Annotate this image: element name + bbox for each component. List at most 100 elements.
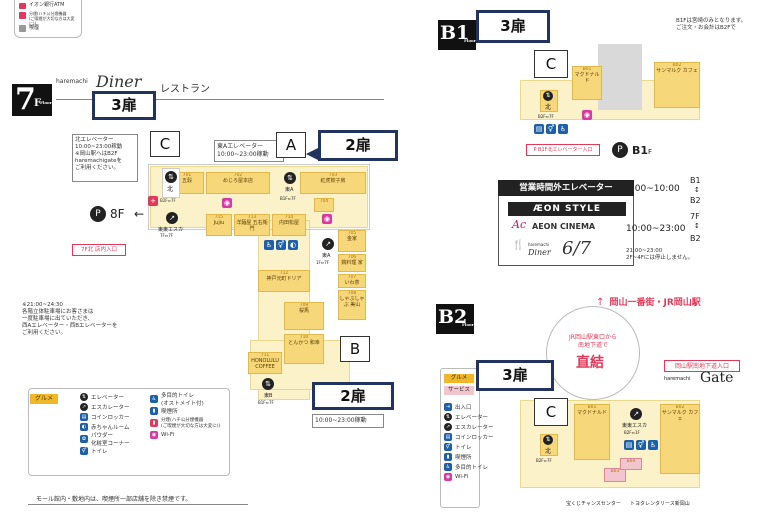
east-b-sub: B1F⇔7F [258,400,274,405]
shop-b04-b2[interactable]: B04 [620,458,642,470]
b2-legend-exit: ⇥出入口 [444,403,472,411]
powder-room-icon: ✿ [80,435,88,443]
gate-label: Gate [700,370,734,386]
b2-legend-escalator: ↗エスカレーター [444,423,494,431]
parking-icon: P [90,206,106,222]
legend-powder: ✿パウダー 化粧室コーナー [80,433,130,447]
elevator-icon: ⇅ [543,435,553,445]
locker-icon: ▤ [80,413,88,421]
wifi-icon: ◉ [444,473,452,481]
underpass-entrance[interactable]: 岡山駅南地下道入口 [664,360,740,372]
entrance-7f-north[interactable]: 7F北 店内入口 [72,244,126,256]
callout-door-3-left: 3扉 [92,91,156,120]
legend-elevator: ⇅エレベーター [80,393,125,401]
floor-7-brand: haremachi [56,78,88,85]
legend-smoking: ▮喫煙所 [150,406,220,416]
restroom-icon: ♿ [264,240,274,250]
b2-legend-elevator: ⇅エレベーター [444,413,489,421]
shop-b03-b2[interactable]: B03 [604,468,626,482]
b2-legend-smoking: ▮喫煙所 [444,452,494,462]
diner-label: Diner [528,248,551,257]
floor-7-badge: 7 F Floor [12,82,52,117]
east-b-label: 東B [264,393,273,399]
floor-7-legend [28,388,230,476]
elevator-icon: ⇅ [80,393,88,401]
callout-a-arrow [306,148,318,160]
diner-icon: 🍴 [512,240,525,251]
smoking-separation-icon [19,12,26,19]
aed-icon: + [148,196,158,206]
east-b-elevator-icon[interactable]: ⇅ [262,378,274,390]
parking-arrow: ← [134,207,145,221]
callout-c-left: C [150,131,180,157]
north-elevator-sub: B2F⇔7F [160,198,176,203]
b2-escalator-label: 東東エスカ [622,423,648,429]
legend-separation: ▮分煙(ハチ公分煙機器 (ご喫煙が大切な方は大変に)) [150,416,220,430]
legend-wifi: ◉Wi-Fi [150,431,175,439]
legend-locker: ▤コインロッカー [80,413,130,421]
east-a-escalator-icon[interactable]: ↗ [322,238,334,250]
b1-north-entrance[interactable]: P B1F北エレベーター入口 [526,144,600,156]
baby-room-icon: ◐ [80,423,88,431]
east-a-sub: B1F⇔7F [280,196,296,201]
parking-hours-note: ※21:00~24:30 各階立体駐車場にお客さまは 一度駐車場に出ていただき、… [22,302,118,336]
parking-floor-label: 8F [110,207,125,221]
callout-b: B [340,336,370,362]
hours-row1-to: B2 [690,196,701,205]
floor-7-floor-label: Floor [40,100,52,105]
b2-escalator-icon[interactable]: ↗ [630,408,642,420]
legend-col2: ♿多目的トイレ (オストメイト付) ▮喫煙所 ▮分煙(ハチ公分煙機器 (ご喫煙が… [150,392,220,440]
hours-row1-arrow: ↕ [694,186,700,194]
hours-row1-time: 7:00~10:00 [626,184,680,194]
bottom-note-rule [28,504,248,505]
floor-b2-badge: B2 Floor [436,304,474,334]
east-a2-label: 東A [322,253,331,259]
shop-704[interactable]: 704 [314,198,334,212]
smoking-separation-label: 分煙(ハチ公分煙機器 (ご喫煙が大切な方は大変に)) [29,11,75,26]
b1-toilet-icon: ⚥ [546,124,556,134]
locker-icon: ▤ [444,433,452,441]
b1-parking-floor: B1 [632,144,649,157]
east-a-elevator-info: 東Aエレベーター 10:00~23:00稼動 [214,140,284,162]
b2-escalator-sub: B2F⇔1F [624,430,640,435]
east-a-elevator-icon[interactable]: ⇅ [284,172,296,184]
b1-north-elevator[interactable]: ⇅ 北 [540,90,558,112]
b2-legend-items: ⇥出入口 ⇅エレベーター ↗エスカレーター ▤コインロッカー ⚥トイレ ▮喫煙所… [444,402,494,482]
callout-door-2-bottom: 2扉 [312,382,394,410]
callout-door-2-top: 2扉 [318,130,398,161]
aeon-cinema-icon: Ac [512,218,527,231]
b1-parking-icon: P [612,142,628,158]
floor-b1-badge: B1 Floor [438,20,476,50]
diner-brand: haremachi [528,242,550,247]
escalator-icon[interactable]: ↗ [166,212,178,224]
top-legend-fragment: イオン銀行ATM 分煙(ハチ公分煙機器 (ご喫煙が大切な方は大変に)) 喫煙 [14,0,82,38]
b2-locker-icon: ▤ [624,440,634,450]
floor-b2-floor-label: Floor [462,322,474,327]
station-arrow-icon: ↑ [596,297,605,308]
station-link[interactable]: ↑ 岡山一番街・JR岡山駅 [596,290,701,309]
legend-multi-toilet: ♿多目的トイレ (オストメイト付) [150,393,204,407]
baby-room-icon: ◐ [288,240,298,250]
hours-row2-time: 10:00~23:00 [626,224,686,234]
b2-north-elevator[interactable]: ⇅ 北 [540,434,558,456]
north-elevator-icon-block[interactable]: ⇅ 北 [162,168,180,198]
b2-north-sub: B2F⇔7F [536,458,552,463]
floor-7-f: F [34,98,42,109]
